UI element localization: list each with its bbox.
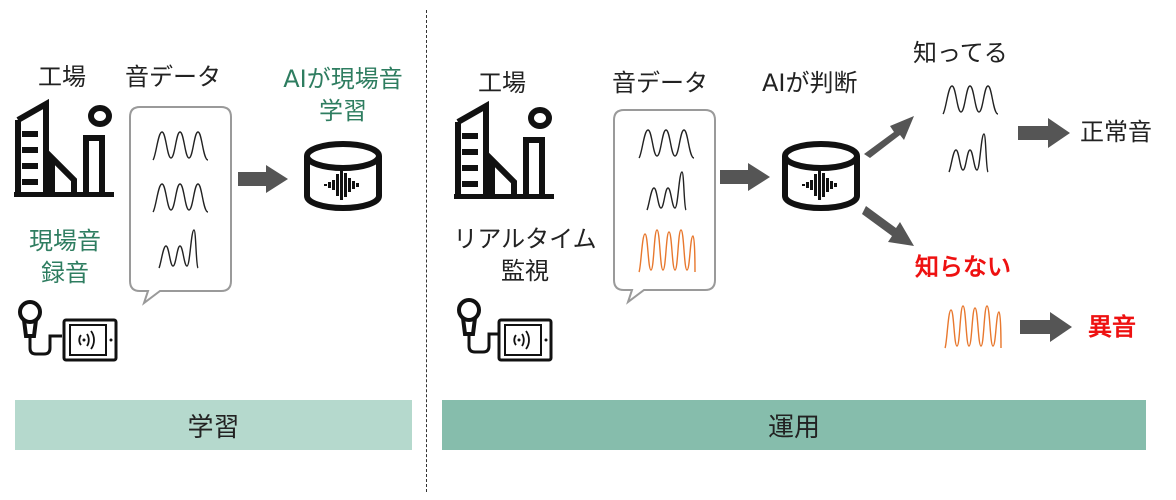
operation-band: 運用 bbox=[442, 400, 1146, 450]
learn-factory-label: 工場 bbox=[38, 63, 86, 91]
learning-band: 学習 bbox=[15, 400, 412, 450]
op-realtime-label-1: リアルタイム bbox=[453, 225, 597, 253]
learn-wave-1 bbox=[152, 131, 209, 161]
arrow-right-icon bbox=[720, 163, 770, 191]
arrow-right-icon bbox=[1018, 118, 1070, 148]
unknown-wave bbox=[944, 305, 1002, 349]
learn-recording-label-1: 現場音 bbox=[29, 227, 101, 255]
database-icon bbox=[782, 141, 860, 211]
op-sound-data-label: 音データ bbox=[612, 69, 708, 97]
arrow-up-right-icon bbox=[864, 116, 914, 158]
learn-ai-label-2: 学習 bbox=[319, 97, 367, 125]
learn-wave-2 bbox=[152, 183, 209, 213]
op-wave-abnormal bbox=[638, 229, 696, 273]
op-realtime-label-2: 監視 bbox=[501, 257, 549, 285]
factory-icon bbox=[454, 100, 554, 199]
tablet-icon bbox=[497, 318, 553, 362]
op-ai-judge-label: AIが判断 bbox=[762, 69, 858, 97]
arrow-right-icon bbox=[238, 165, 288, 193]
learn-recording-label-2: 録音 bbox=[41, 259, 89, 287]
learn-sound-data-label: 音データ bbox=[125, 63, 221, 91]
sound-wave-icon bbox=[324, 170, 359, 200]
learn-ai-label-1: AIが現場音 bbox=[283, 65, 403, 93]
database-icon bbox=[304, 141, 382, 211]
learn-wave-3 bbox=[158, 229, 199, 269]
arrow-right-icon bbox=[1020, 312, 1072, 342]
unknown-label: 知らない bbox=[915, 253, 1011, 281]
arrow-down-right-icon bbox=[862, 206, 914, 246]
tablet-icon bbox=[62, 318, 118, 362]
known-wave-2 bbox=[948, 133, 989, 173]
abnormal-sound-label: 異音 bbox=[1088, 313, 1136, 341]
normal-sound-label: 正常音 bbox=[1080, 118, 1152, 146]
factory-icon bbox=[14, 98, 114, 197]
op-wave-1 bbox=[638, 129, 695, 159]
known-wave-1 bbox=[942, 85, 999, 115]
microphone-icon bbox=[457, 298, 501, 354]
sound-wave-icon bbox=[802, 170, 837, 200]
known-label: 知ってる bbox=[913, 39, 1008, 67]
microphone-icon bbox=[18, 300, 62, 356]
op-factory-label: 工場 bbox=[478, 69, 526, 97]
section-divider bbox=[426, 10, 427, 492]
op-wave-2 bbox=[646, 171, 687, 211]
